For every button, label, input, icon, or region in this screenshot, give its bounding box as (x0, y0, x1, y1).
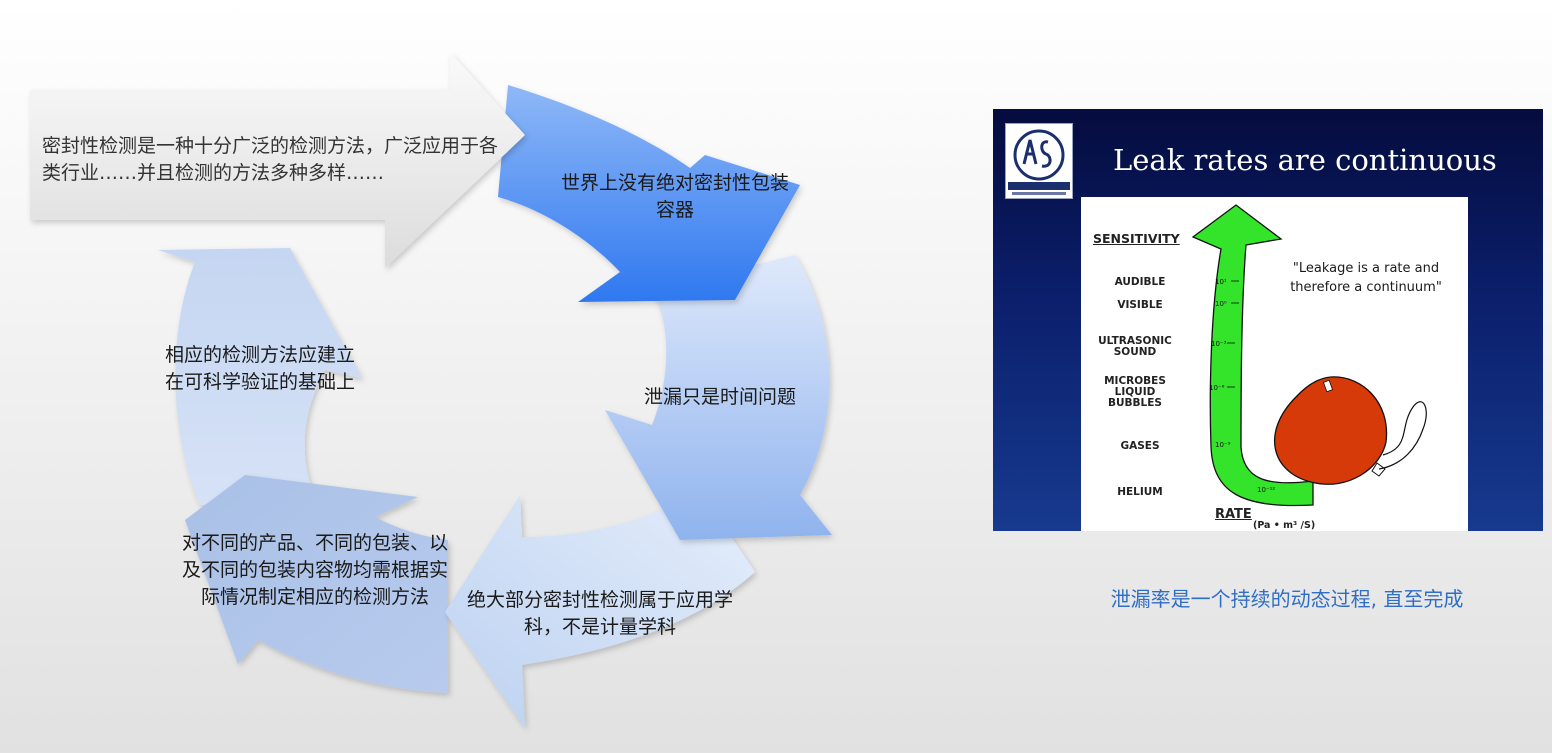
slide-title: Leak rates are continuous (1113, 143, 1497, 177)
cycle-arrow-3 (605, 255, 832, 540)
leakage-quote: "Leakage is a rate and therefore a conti… (1290, 261, 1442, 295)
tick-label: 10⁻³ (1211, 340, 1227, 348)
astm-logo-icon (1005, 123, 1073, 199)
balloon-icon (1273, 376, 1388, 485)
cycle-arrow-1 (30, 52, 525, 268)
leak-rate-slide: Leak rates are continuous 10¹ 10⁰ 10⁻³ 1… (993, 109, 1543, 531)
leak-rate-chart-panel: 10¹ 10⁰ 10⁻³ 10⁻⁶ 10⁻⁹ 10⁻¹² SENSITIVITY… (1081, 197, 1468, 531)
tick-label: 10⁰ (1215, 300, 1227, 308)
cycle-arrow-5 (185, 475, 448, 693)
cycle-arrow-2 (498, 85, 800, 302)
slide-caption: 泄漏率是一个持续的动态过程, 直至完成 (1110, 587, 1464, 611)
tick-label: 10⁻¹² (1257, 486, 1275, 494)
cycle-arrow-6 (158, 248, 362, 505)
level-audible: AUDIBLE (1114, 276, 1166, 288)
level-helium: HELIUM (1117, 486, 1163, 498)
tick-label: 10¹ (1215, 278, 1227, 286)
rate-unit: (Pa • m³ /S) (1253, 520, 1316, 531)
cycle-diagram (30, 52, 832, 728)
cycle-step-5-text: 对不同的产品、不同的包装、以及不同的包装内容物均需根据实际情况制定相应的检测方法 (181, 532, 448, 608)
cycle-step-2-text: 世界上没有绝对密封性包装容器 (560, 172, 789, 221)
level-visible: VISIBLE (1117, 299, 1163, 311)
cycle-step-1-text: 密封性检测是一种十分广泛的检测方法，广泛应用于各类行业……并且检测的方法多种多样… (42, 135, 499, 184)
cycle-arrow-4 (445, 490, 755, 728)
cycle-step-6-text: 相应的检测方法应建立在可科学验证的基础上 (164, 344, 355, 393)
level-gases: GASES (1120, 440, 1160, 452)
sensitivity-label: SENSITIVITY (1093, 231, 1180, 246)
cycle-step-3-text: 泄漏只是时间问题 (643, 386, 796, 408)
tick-label: 10⁻⁶ (1209, 384, 1225, 392)
cycle-step-4-text: 绝大部分密封性检测属于应用学科，不是计量学科 (466, 589, 733, 638)
level-ultrasonic: ULTRASONIC SOUND (1098, 335, 1172, 358)
tick-label: 10⁻⁹ (1215, 441, 1231, 449)
level-microbes: MICROBES LIQUID BUBBLES (1104, 375, 1166, 409)
rate-label: RATE (1215, 507, 1252, 522)
